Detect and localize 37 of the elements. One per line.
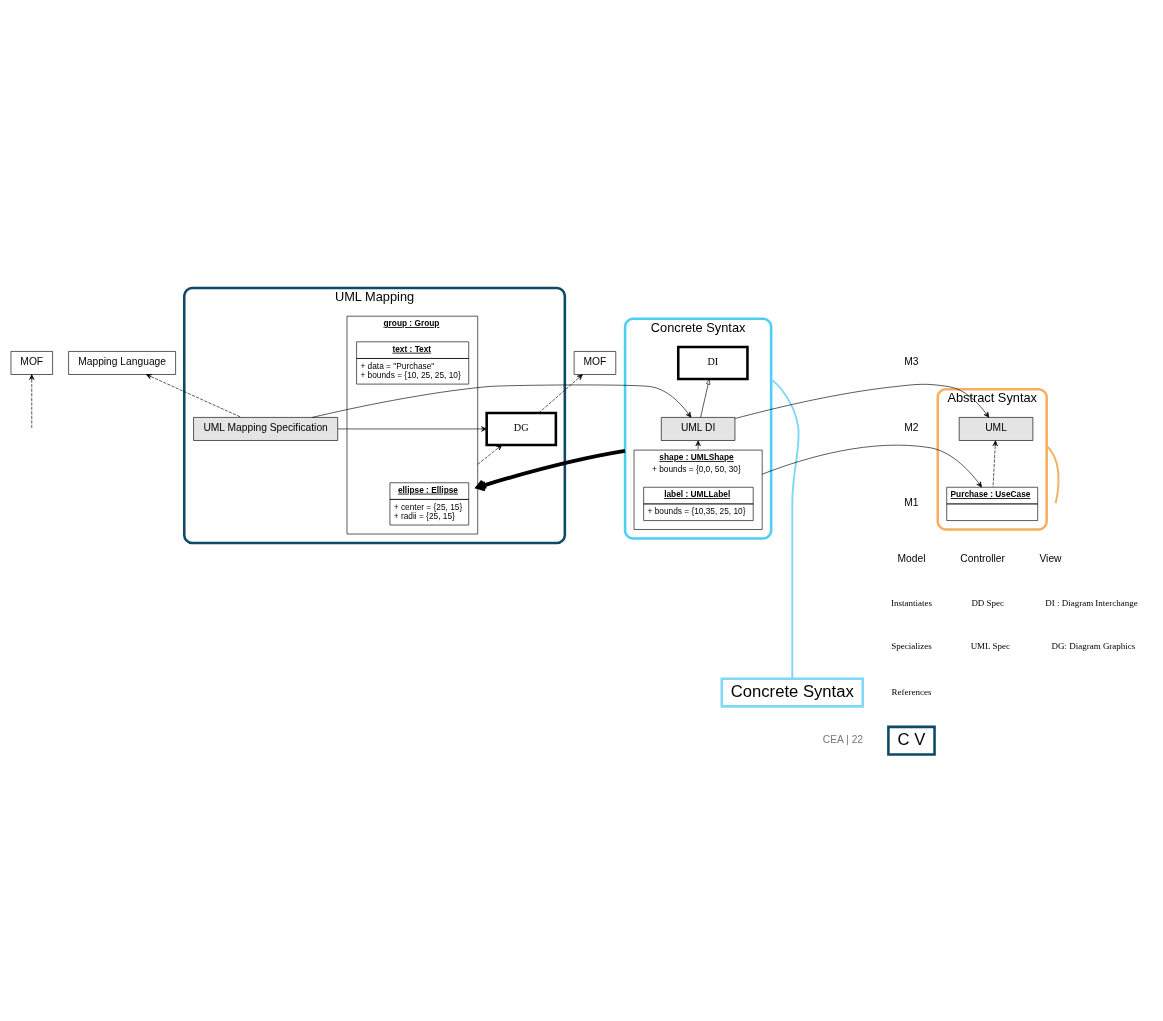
node-box: UML DI xyxy=(660,416,736,441)
arrow xyxy=(734,383,990,419)
label: DI : Diagram Interchange xyxy=(1045,597,1138,608)
node-box: MOF xyxy=(573,350,617,375)
arrow xyxy=(477,444,503,465)
label: Controller xyxy=(960,552,1005,564)
label: M1 xyxy=(904,496,919,508)
arrow xyxy=(311,384,692,418)
arrow xyxy=(700,378,711,418)
legend-label: Specializes xyxy=(891,640,932,651)
arrow xyxy=(145,373,242,418)
arrow xyxy=(337,425,487,432)
arrow xyxy=(992,439,998,487)
arrow xyxy=(761,444,982,487)
node-box: C V xyxy=(887,725,936,756)
legend-label: References xyxy=(891,686,932,697)
node-box: MOF xyxy=(10,350,53,375)
node-box: DI xyxy=(676,345,749,380)
connector xyxy=(1045,444,1060,504)
label: Model xyxy=(897,552,926,564)
connector xyxy=(770,378,800,679)
label: M3 xyxy=(904,355,919,367)
label: View xyxy=(1039,552,1062,564)
label: DG: Diagram Graphics xyxy=(1051,640,1136,651)
arrow xyxy=(695,439,701,450)
legend-label: Instantiates xyxy=(891,597,932,608)
node-box: UML xyxy=(958,416,1034,441)
node-box: DG xyxy=(485,411,558,446)
node-box: Mapping Language xyxy=(68,350,176,375)
node-box: UML Mapping Specification xyxy=(193,416,339,441)
arrow xyxy=(538,373,583,413)
label: CEA | 22 xyxy=(822,733,864,745)
legend-label: DD Spec xyxy=(971,597,1005,608)
label: M2 xyxy=(904,421,919,433)
node-box: Concrete Syntax xyxy=(720,677,865,708)
arrow xyxy=(475,448,626,491)
legend-label: UML Spec xyxy=(970,640,1010,651)
